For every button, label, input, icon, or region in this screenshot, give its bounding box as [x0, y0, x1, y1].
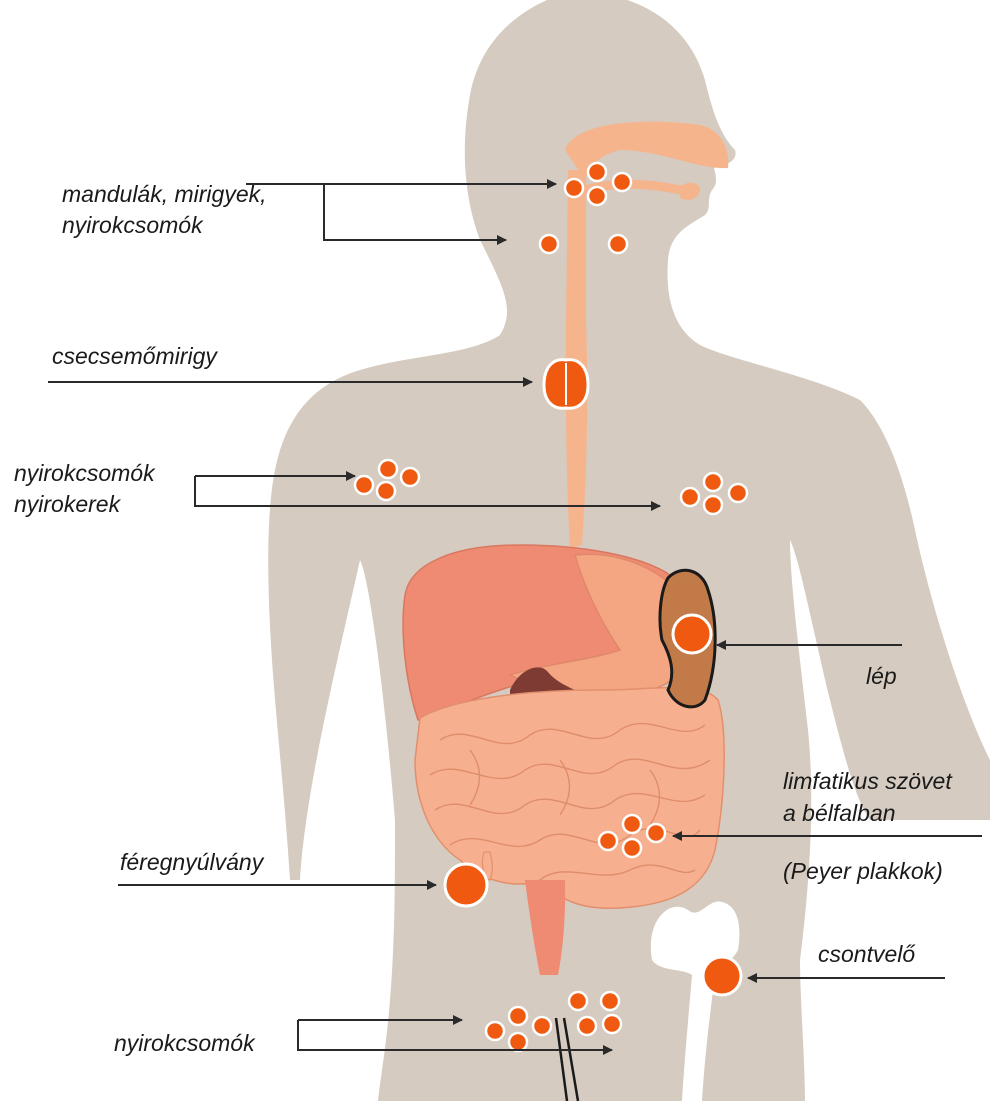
- label-tonsils-line1: mandulák, mirigyek,: [62, 180, 267, 209]
- label-spleen: lép: [866, 662, 897, 691]
- lymph-node: [509, 1033, 527, 1051]
- lymph-node: [729, 484, 747, 502]
- lymph-node: [704, 496, 722, 514]
- lymph-node: [623, 815, 641, 833]
- label-appendix: féregnyúlvány: [120, 848, 263, 877]
- label-thymus: csecsemőmirigy: [52, 342, 217, 371]
- label-bone-marrow: csontvelő: [818, 940, 915, 969]
- lymph-node: [565, 179, 583, 197]
- lymph-node: [588, 163, 606, 181]
- lymph-node: [609, 235, 627, 253]
- label-inguinal: nyirokcsomók: [114, 1029, 255, 1058]
- label-axillary-line2: nyirokerek: [14, 490, 120, 519]
- lymph-node: [379, 460, 397, 478]
- appendix-node: [445, 864, 487, 906]
- body-silhouette: [268, 0, 990, 1101]
- label-peyer-line2: a bélfalban: [783, 799, 896, 828]
- lymph-node: [681, 488, 699, 506]
- arrow-tonsils: [246, 184, 506, 240]
- lymph-node: [355, 476, 373, 494]
- lymph-node: [377, 482, 395, 500]
- lymph-node: [599, 832, 617, 850]
- lymph-node: [601, 992, 619, 1010]
- lymph-node: [401, 468, 419, 486]
- lymph-node: [578, 1017, 596, 1035]
- lymph-node: [613, 173, 631, 191]
- label-axillary-line1: nyirokcsomók: [14, 459, 155, 488]
- lymph-node: [540, 235, 558, 253]
- lymph-node: [486, 1022, 504, 1040]
- label-peyer-line1: limfatikus szövet: [783, 767, 952, 796]
- lymph-node: [603, 1015, 621, 1033]
- label-peyer-line3: (Peyer plakkok): [783, 857, 943, 886]
- bone-marrow-node: [703, 957, 741, 995]
- lymph-node: [704, 473, 722, 491]
- lymph-node: [623, 839, 641, 857]
- spleen-marker: [673, 615, 711, 653]
- lymph-node: [509, 1007, 527, 1025]
- label-tonsils-line2: nyirokcsomók: [62, 211, 203, 240]
- lymph-node: [588, 187, 606, 205]
- lymph-node: [647, 824, 665, 842]
- lymph-node: [533, 1017, 551, 1035]
- lymph-node: [569, 992, 587, 1010]
